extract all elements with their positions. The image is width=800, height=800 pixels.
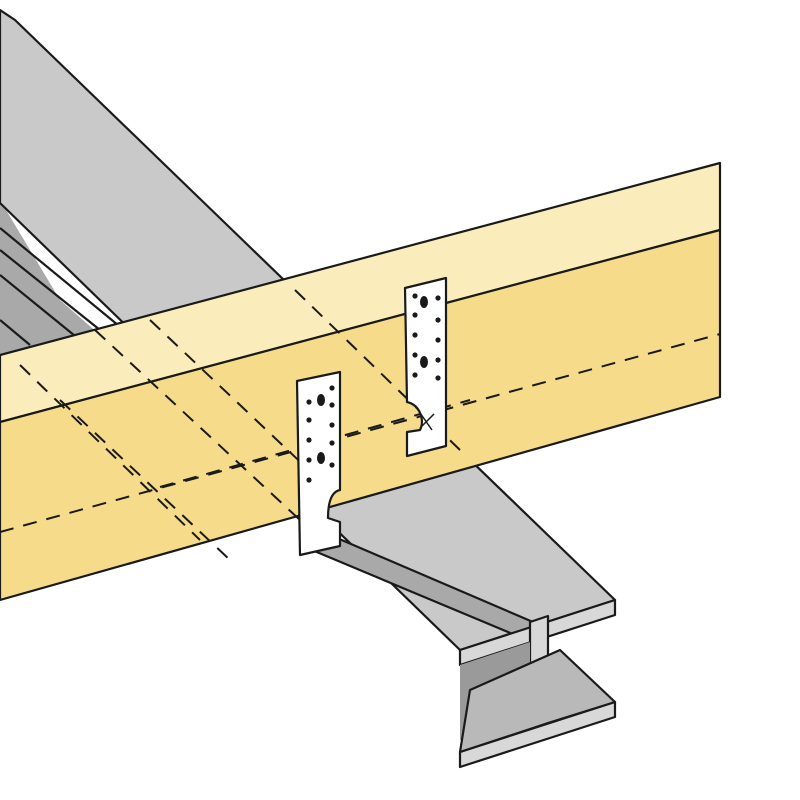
timber-beam [0,161,722,602]
bracket-holes [412,293,441,381]
groove-line [299,543,516,637]
nail-mark [417,409,435,431]
bottom-flange-top [458,648,617,754]
timber-front-face [0,228,722,602]
groove-line [329,533,541,627]
hidden-line [159,399,471,488]
web-edge [0,227,131,336]
beam-web-shadow [0,200,140,370]
hidden-line [0,333,721,533]
hidden-line [149,319,331,491]
web-edge [0,319,31,346]
flange-groove [300,535,540,635]
web-edge [0,249,111,339]
hanger-bracket-left [295,370,342,557]
bracket-holes [306,385,335,483]
web-edge [0,274,81,341]
hidden-line [19,364,201,541]
hanger-bracket-right [403,276,448,458]
hidden-line [59,399,231,561]
